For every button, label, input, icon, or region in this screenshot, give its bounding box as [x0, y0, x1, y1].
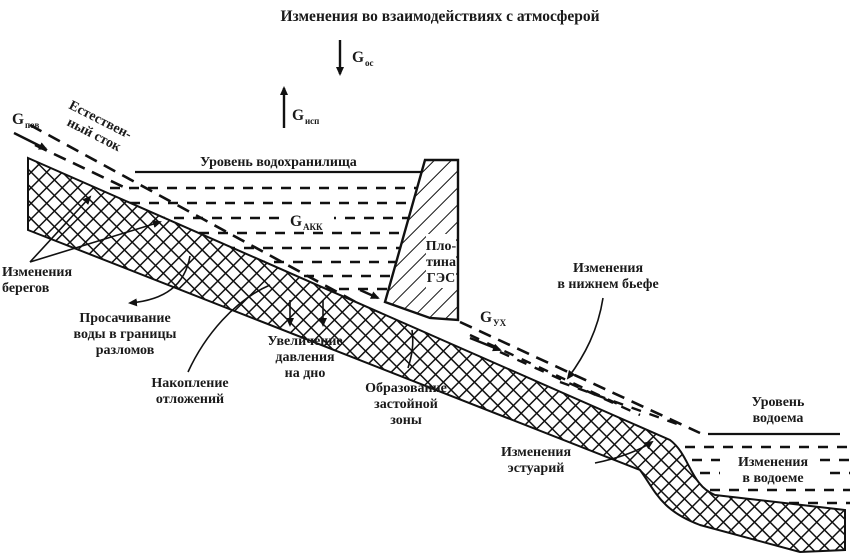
svg-text:Изменения: Изменения [738, 455, 808, 470]
svg-text:G: G [12, 111, 24, 128]
svg-text:ГЭС: ГЭС [427, 271, 456, 286]
svg-text:Накопление: Накопление [151, 376, 228, 391]
evaporation-symbol: G [292, 107, 304, 124]
svg-text:Образование: Образование [365, 381, 447, 396]
svg-text:пов: пов [25, 120, 39, 130]
water-body-changes-label: Изменения в водоеме [728, 452, 818, 488]
estuary-callout: Изменения эстуарий [501, 440, 654, 476]
tailwater-callout: Изменения в нижнем бьефе [557, 261, 659, 380]
reservoir-water [110, 170, 425, 291]
svg-text:берегов: берегов [2, 281, 50, 296]
sediment-callout: Накопление отложений [151, 284, 271, 407]
svg-text:в водоеме: в водоеме [742, 471, 803, 486]
svg-text:на дно: на дно [285, 366, 326, 381]
stagnant-zone-callout: Образование застойной зоны [365, 329, 447, 428]
svg-text:в нижнем бьефе: в нижнем бьефе [557, 277, 658, 292]
bottom-flow-arrow-icon [359, 288, 380, 300]
reservoir-level-label: Уровень водохранилища [200, 155, 357, 170]
svg-text:Уровень: Уровень [752, 395, 805, 410]
svg-text:эстуарий: эстуарий [508, 461, 565, 476]
precipitation-symbol: G [352, 49, 364, 66]
diagram-title: Изменения во взаимодействиях с атмосферо… [280, 8, 599, 25]
svg-text:G: G [290, 213, 302, 230]
downstream-flux-label: G УХ [480, 309, 507, 328]
svg-text:АКК: АКК [303, 222, 323, 232]
inflow-arrow-icon [13, 131, 48, 151]
pressure-callout: Увеличение давления на дно [267, 300, 343, 381]
svg-text:Просачивание: Просачивание [79, 311, 170, 326]
svg-text:Увеличение: Увеличение [267, 334, 342, 349]
ground-bed [27, 156, 846, 554]
evaporation-subscript: исп [305, 116, 319, 126]
svg-text:G: G [480, 309, 492, 326]
svg-text:тина: тина [426, 255, 456, 270]
svg-text:отложений: отложений [156, 392, 224, 407]
svg-text:зоны: зоны [390, 413, 422, 428]
svg-text:водоема: водоема [753, 411, 804, 426]
water-body [685, 432, 850, 505]
svg-text:Изменения: Изменения [2, 265, 72, 280]
evaporation-flux: G исп [280, 86, 319, 128]
svg-text:Изменения: Изменения [501, 445, 571, 460]
svg-text:Изменения: Изменения [573, 261, 643, 276]
surface-inflow-label: G пов [12, 111, 39, 130]
svg-text:застойной: застойной [374, 397, 438, 412]
bank-changes-callout: Изменения берегов [2, 195, 162, 296]
precipitation-flux: G ос [336, 40, 374, 76]
seepage-callout: Просачивание воды в границы разломов [74, 255, 191, 358]
precipitation-subscript: ос [365, 58, 374, 68]
svg-text:воды в границы: воды в границы [74, 327, 177, 342]
svg-text:УХ: УХ [493, 318, 507, 328]
dam-label: Пло- тина ГЭС [426, 239, 457, 286]
svg-text:давления: давления [275, 350, 335, 365]
svg-text:разломов: разломов [96, 343, 155, 358]
water-body-level-label: Уровень водоема [752, 395, 805, 426]
downstream-arrow-icon [469, 336, 502, 352]
accumulation-label: G АКК [286, 210, 334, 232]
svg-text:Пло-: Пло- [426, 239, 457, 254]
